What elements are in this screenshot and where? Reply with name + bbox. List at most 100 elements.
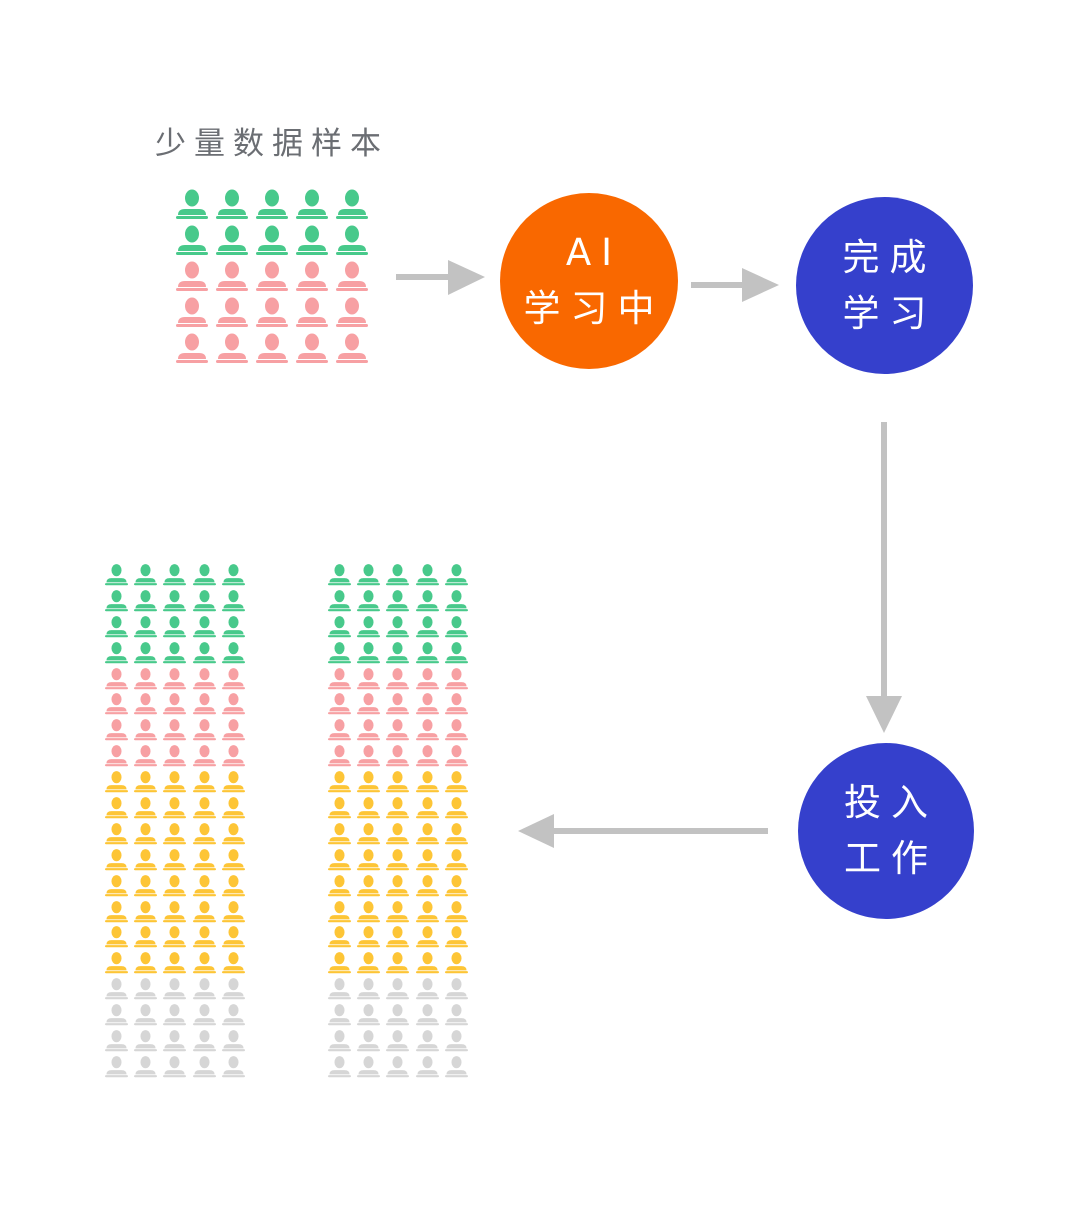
person-icon (296, 261, 328, 291)
person-icon (296, 189, 328, 219)
person-icon (415, 874, 439, 896)
person-icon (192, 926, 216, 948)
person-icon (328, 589, 351, 612)
person-icon (386, 1030, 410, 1052)
person-icon (386, 615, 410, 638)
person-icon (221, 641, 245, 663)
person-icon (221, 797, 245, 819)
sample-people-grid (175, 188, 375, 368)
person-icon (134, 1004, 158, 1026)
person-icon (386, 874, 410, 896)
person-icon (296, 333, 328, 363)
person-icon (192, 978, 216, 1000)
person-icon (134, 797, 158, 819)
person-icon (176, 261, 208, 291)
person-icon (163, 848, 187, 871)
person-icon (134, 900, 158, 922)
person-icon (386, 667, 410, 689)
person-icon (386, 900, 410, 922)
person-icon (176, 333, 208, 363)
person-icon (386, 822, 410, 845)
person-icon (192, 822, 216, 845)
node-label-line1: AI (565, 231, 623, 274)
person-icon (163, 615, 187, 638)
person-icon (134, 874, 158, 896)
person-icon (444, 589, 468, 612)
person-icon (444, 874, 468, 896)
person-icon (444, 1004, 468, 1026)
person-icon (134, 1030, 158, 1052)
person-icon (105, 641, 128, 663)
person-icon (328, 1004, 351, 1026)
person-icon (296, 297, 328, 327)
person-icon (216, 189, 248, 219)
person-icon (134, 952, 158, 974)
person-icon (336, 261, 368, 291)
person-icon (256, 261, 288, 291)
person-icon (221, 615, 245, 638)
person-icon (192, 874, 216, 896)
person-icon (444, 667, 468, 689)
person-icon (328, 745, 351, 767)
person-icon (163, 667, 187, 689)
output-people-group-1 (104, 563, 250, 1081)
person-icon (221, 822, 245, 845)
person-icon (444, 564, 468, 586)
person-icon (415, 797, 439, 819)
person-icon (105, 848, 128, 871)
person-icon (357, 1030, 381, 1052)
person-icon (134, 745, 158, 767)
person-icon (357, 615, 381, 638)
person-icon (357, 797, 381, 819)
person-icon (163, 822, 187, 845)
person-icon (163, 771, 187, 793)
person-icon (192, 589, 216, 612)
person-icon (444, 1056, 468, 1078)
person-icon (415, 589, 439, 612)
person-icon (192, 848, 216, 871)
person-icon (163, 952, 187, 974)
person-icon (386, 926, 410, 948)
person-icon (415, 926, 439, 948)
person-icon (221, 1030, 245, 1052)
person-icon (221, 978, 245, 1000)
person-icon (444, 848, 468, 871)
person-icon (415, 564, 439, 586)
node-label-line2: 工作 (844, 837, 938, 880)
person-icon (192, 719, 216, 741)
person-icon (105, 667, 128, 689)
person-icon (386, 978, 410, 1000)
person-icon (444, 797, 468, 819)
person-icon (134, 667, 158, 689)
person-icon (328, 641, 351, 663)
person-icon (328, 719, 351, 741)
person-icon (105, 745, 128, 767)
person-icon (105, 1004, 128, 1026)
person-icon (163, 978, 187, 1000)
person-icon (444, 745, 468, 767)
person-icon (105, 978, 128, 1000)
person-icon (176, 189, 208, 219)
person-icon (163, 797, 187, 819)
person-icon (357, 926, 381, 948)
person-icon (328, 771, 351, 793)
ai-learning-node: AI 学习中 (500, 193, 678, 369)
person-icon (163, 900, 187, 922)
person-icon (192, 1004, 216, 1026)
person-icon (221, 589, 245, 612)
person-icon (216, 225, 248, 255)
person-icon (134, 615, 158, 638)
person-icon (105, 693, 128, 715)
person-icon (256, 189, 288, 219)
person-icon (415, 745, 439, 767)
person-icon (192, 797, 216, 819)
person-icon (105, 874, 128, 896)
person-icon (221, 693, 245, 715)
person-icon (221, 771, 245, 793)
person-icon (415, 641, 439, 663)
person-icon (134, 693, 158, 715)
person-icon (357, 641, 381, 663)
person-icon (256, 297, 288, 327)
person-icon (336, 225, 368, 255)
person-icon (336, 333, 368, 363)
